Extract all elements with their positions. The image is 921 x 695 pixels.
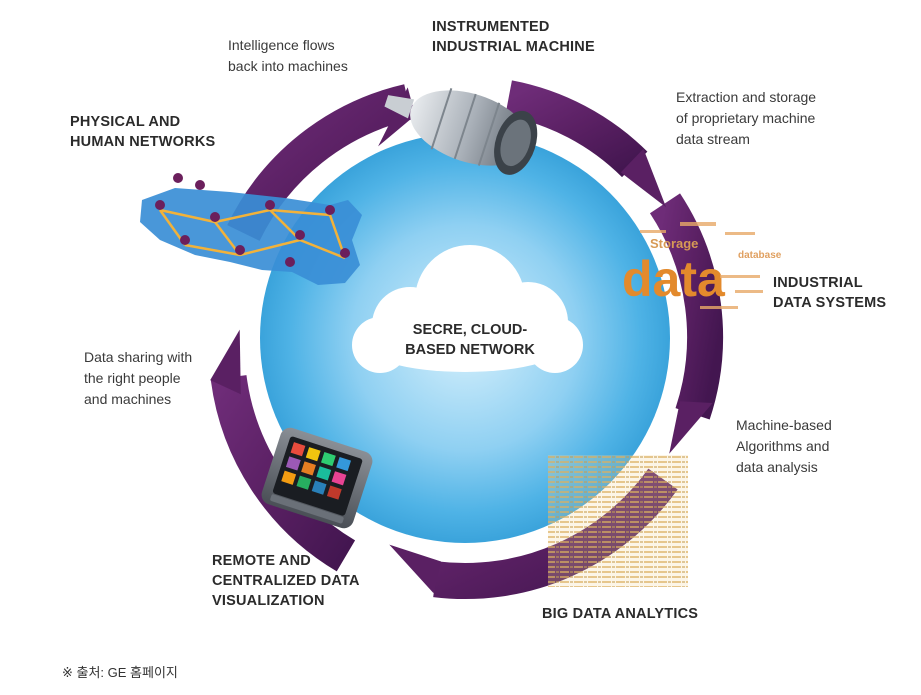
label-big-data-analytics: BIG DATA ANALYTICS — [542, 606, 699, 622]
note-extraction-storage: Extraction and storage of proprietary ma… — [676, 89, 817, 147]
wordcloud-storage: Storage — [650, 236, 698, 251]
ring-segment-data-to-analytics — [649, 193, 724, 420]
arrowhead-3 — [389, 544, 442, 594]
wordcloud-data-word: data — [622, 251, 726, 307]
label-cloud-network: SECRE, CLOUD- BASED NETWORK — [405, 322, 535, 358]
label-remote-visualization: REMOTE AND CENTRALIZED DATA VISUALIZATIO… — [212, 553, 360, 609]
network-map-image — [140, 173, 362, 285]
jet-engine-image — [384, 87, 538, 175]
arrowhead-1 — [620, 148, 667, 208]
data-wordcloud-image: Storage database data — [622, 222, 782, 309]
label-industrial-data-systems: INDUSTRIAL DATA SYSTEMS — [773, 275, 887, 311]
wordcloud-database: database — [738, 250, 782, 261]
arrowhead-4 — [210, 329, 241, 395]
code-block-image — [548, 455, 688, 587]
note-machine-algorithms: Machine‑based Algorithms and data analys… — [736, 417, 832, 475]
footer-source: ※ 출처: GE 홈페이지 — [62, 665, 178, 680]
smartphone-image — [261, 427, 373, 529]
cloud-shape — [352, 245, 583, 373]
label-instrumented-machine: INSTRUMENTED INDUSTRIAL MACHINE — [432, 19, 595, 55]
ring-segment-machine-to-data — [504, 80, 648, 178]
note-intelligence-flows: Intelligence flows back into machines — [228, 37, 348, 74]
label-physical-human-networks: PHYSICAL AND HUMAN NETWORKS — [70, 114, 216, 150]
arrowhead-2 — [669, 401, 713, 454]
note-data-sharing: Data sharing with the right people and m… — [84, 349, 193, 407]
